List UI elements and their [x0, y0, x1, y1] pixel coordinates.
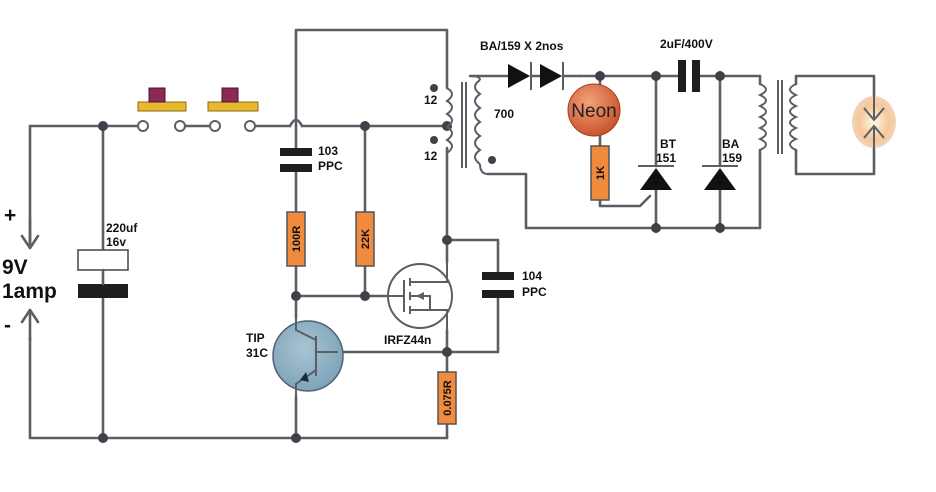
- cap-103-value: 103: [318, 144, 338, 158]
- cap-2uf-label: 2uF/400V: [660, 37, 713, 51]
- push-switch-2[interactable]: [207, 87, 259, 132]
- res-100r-label: 100R: [291, 226, 303, 252]
- bt-label-a: BT: [660, 137, 677, 151]
- supply-voltage-label: 9V: [2, 256, 28, 279]
- neon-label: Neon: [571, 101, 616, 122]
- res-1k-label: 1K: [595, 166, 607, 180]
- minus-sign: -: [4, 314, 11, 337]
- resistor-1k: 1K: [590, 145, 610, 201]
- res-0075r-label: 0.075R: [442, 380, 454, 416]
- capacitor-104: [482, 272, 514, 298]
- flash-tube: [852, 96, 896, 148]
- neon-lamp: Neon: [567, 83, 621, 137]
- turns-12-bottom: 12: [424, 149, 438, 163]
- scr-bt151: [638, 165, 674, 190]
- supply-plus-arrow: [20, 216, 40, 250]
- tip-label-b: 31C: [246, 346, 268, 360]
- diode-ba159: [702, 165, 738, 190]
- transformer-output: [757, 80, 799, 154]
- push-switch-1[interactable]: [137, 87, 212, 132]
- resistor-22k: 22K: [355, 211, 375, 267]
- ba-label-a: BA: [722, 137, 740, 151]
- res-22k-label: 22K: [360, 229, 372, 249]
- capacitor-220uf: [77, 249, 129, 298]
- mosfet-irfz44n: [387, 262, 453, 330]
- transformer-main: [445, 75, 489, 175]
- bt-label-b: 151: [656, 151, 676, 165]
- transistor-tip31c: [272, 318, 344, 396]
- mosfet-label: IRFZ44n: [384, 333, 431, 347]
- cap-220-voltage: 16v: [106, 235, 126, 249]
- supply-current-label: 1amp: [2, 280, 57, 303]
- resistor-100r: 100R: [286, 211, 306, 267]
- cap-104-type: PPC: [522, 285, 547, 299]
- tip-label-a: TIP: [246, 331, 265, 345]
- supply-minus-arrow: [20, 308, 40, 342]
- diodes-label: BA/159 X 2nos: [480, 39, 564, 53]
- plus-sign: +: [4, 204, 16, 227]
- cap-220-value: 220uf: [106, 221, 138, 235]
- cap-103-type: PPC: [318, 159, 343, 173]
- resistor-0075r: 0.075R: [437, 371, 457, 425]
- ba-label-b: 159: [722, 151, 742, 165]
- cap-104-value: 104: [522, 269, 542, 283]
- turns-12-top: 12: [424, 93, 438, 107]
- capacitor-2uf: [678, 60, 700, 92]
- junction-dots: [98, 71, 725, 443]
- diodes-ba159-pair: [508, 62, 582, 90]
- capacitor-103: [280, 148, 312, 172]
- turns-700: 700: [494, 107, 514, 121]
